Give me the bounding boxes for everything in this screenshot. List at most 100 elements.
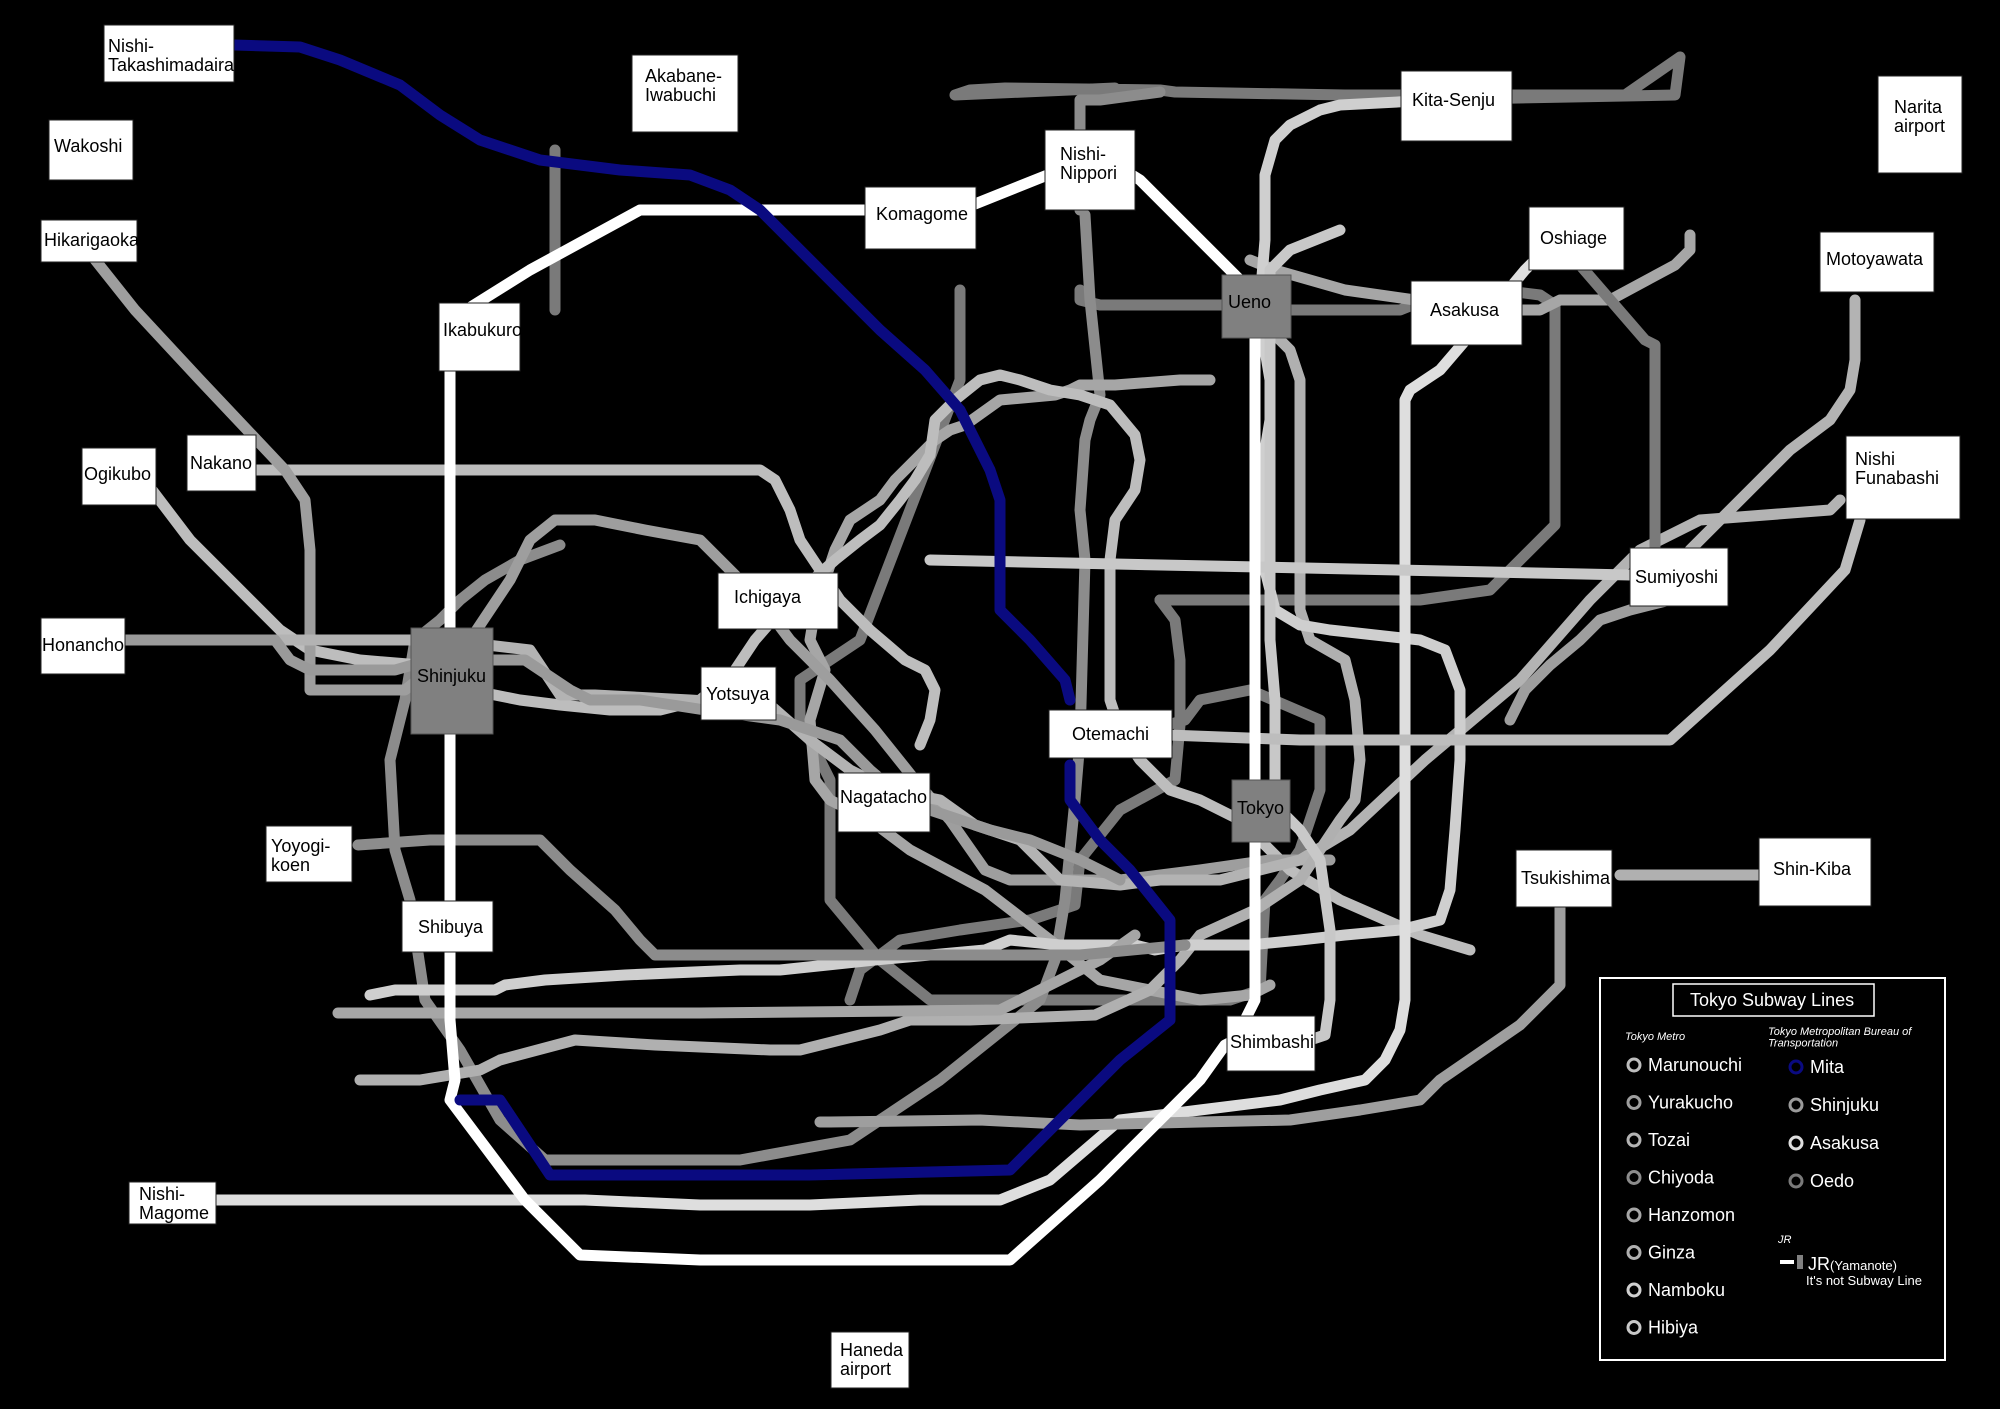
station-oshiage[interactable]: Oshiage: [1528, 206, 1625, 271]
station-label: Oshiage: [1540, 228, 1607, 248]
station-yotsuya[interactable]: Yotsuya: [700, 666, 777, 721]
legend-metro-marker-namboku: [1626, 1282, 1642, 1298]
station-motoyawata[interactable]: Motoyawata: [1819, 231, 1935, 293]
line-marunouchi: [146, 369, 1476, 956]
legend-toei-label-asakusa: Asakusa: [1810, 1133, 1880, 1153]
station-tsukishima[interactable]: Tsukishima: [1515, 849, 1613, 908]
legend-metro-caption: Tokyo Metro: [1625, 1031, 1685, 1043]
station-akabane-iwabuchi[interactable]: Akabane-Iwabuchi: [631, 54, 739, 133]
station-shinjuku[interactable]: Shinjuku: [410, 627, 494, 735]
station-label: Hikarigaoka: [44, 230, 140, 250]
station-nakano[interactable]: Nakano: [186, 434, 257, 492]
legend-metro-marker-hanzomon: [1626, 1207, 1642, 1223]
legend-jr-sub: (Yamanote): [1830, 1258, 1897, 1273]
legend-metro-marker-hibiya: [1626, 1320, 1642, 1335]
station-label: Akabane-Iwabuchi: [645, 66, 722, 105]
station-nishi-nippori[interactable]: Nishi-Nippori: [1044, 129, 1136, 211]
legend: Tokyo Subway Lines Tokyo Metro Tokyo Met…: [1599, 977, 1946, 1361]
line-shinjuku: [114, 634, 1126, 886]
station-nishi-magome[interactable]: Nishi-Magome: [128, 1181, 217, 1225]
line-asakusa: [209, 239, 1576, 1211]
station-ichigaya[interactable]: Ichigaya: [717, 572, 839, 630]
line-mita: [229, 39, 1176, 1181]
legend-toei-marker-oedo: [1788, 1173, 1804, 1189]
station-kita-senju[interactable]: Kita-Senju: [1400, 70, 1513, 142]
station-label: Asakusa: [1430, 300, 1500, 320]
station-asakusa[interactable]: Asakusa: [1410, 280, 1523, 346]
station-shimbashi[interactable]: Shimbashi: [1226, 1015, 1316, 1072]
station-label: Shin-Kiba: [1773, 859, 1852, 879]
legend-toei-marker-mita: [1788, 1059, 1804, 1075]
legend-metro-marker-tozai: [1626, 1132, 1642, 1148]
station-label: Honancho: [42, 635, 124, 655]
legend-jr-swatch-grey: [1797, 1255, 1803, 1269]
legend-jr-swatch-white: [1780, 1260, 1794, 1264]
station-ogikubo[interactable]: Ogikubo: [81, 447, 157, 506]
line-funabashi: [1162, 514, 1866, 746]
station-honancho[interactable]: Honancho: [40, 617, 126, 675]
legend-jr-caption: JR: [1777, 1234, 1792, 1246]
station-komagome[interactable]: Komagome: [864, 186, 977, 250]
legend-toei-label-oedo: Oedo: [1810, 1171, 1854, 1191]
station-label: Tokyo: [1237, 798, 1284, 818]
station-label: Nishi-Takashimadaira: [108, 36, 235, 75]
legend-metro-label-ginza: Ginza: [1648, 1243, 1696, 1263]
line-sumiyoshi-east: [1684, 294, 1861, 556]
stations: Nishi-Takashimadaira Akabane-Iwabuchi Ki…: [40, 24, 1963, 1389]
station-wakoshi[interactable]: Wakoshi: [48, 119, 134, 181]
legend-toei-marker-shinjuku: [1788, 1097, 1804, 1113]
station-shin-kiba[interactable]: Shin-Kiba: [1758, 837, 1872, 907]
station-ikabukuro[interactable]: Ikabukuro: [438, 302, 522, 372]
station-label: Yotsuya: [706, 684, 770, 704]
station-label: Komagome: [876, 204, 968, 224]
station-sumiyoshi[interactable]: Sumiyoshi: [1629, 547, 1729, 607]
line-sumiyoshi-west: [924, 554, 1636, 581]
line-ginza: [354, 284, 1366, 1086]
legend-jr-label: JR: [1808, 1254, 1830, 1274]
legend-metro-label-yurakucho: Yurakucho: [1648, 1093, 1733, 1113]
legend-metro-label-chiyoda: Chiyoda: [1648, 1168, 1715, 1188]
station-label: Ikabukuro: [443, 320, 522, 340]
station-label: Nagatacho: [840, 787, 927, 807]
line-tsukishima-south: [814, 899, 1566, 1131]
legend-title: Tokyo Subway Lines: [1690, 990, 1854, 1010]
legend-metro-label-marunouchi: Marunouchi: [1648, 1055, 1742, 1075]
legend-jr-note: It's not Subway Line: [1806, 1273, 1922, 1288]
line-yoyogi: [352, 834, 1191, 961]
station-shibuya[interactable]: Shibuya: [401, 900, 494, 953]
station-label: Wakoshi: [54, 136, 122, 156]
station-hikarigaoka[interactable]: Hikarigaoka: [40, 219, 140, 263]
legend-metro-label-hanzomon: Hanzomon: [1648, 1205, 1735, 1225]
station-label: Ogikubo: [84, 464, 151, 484]
station-label: Shinjuku: [417, 666, 486, 686]
legend-metro-marker-yurakucho: [1626, 1095, 1642, 1110]
station-label: Tsukishima: [1521, 868, 1611, 888]
station-label: Nakano: [190, 453, 252, 473]
station-otemachi[interactable]: Otemachi: [1048, 709, 1173, 759]
station-ueno[interactable]: Ueno: [1221, 274, 1292, 339]
station-yoyogi-koen[interactable]: Yoyogi-koen: [265, 825, 353, 883]
legend-box: [1599, 977, 1946, 1361]
station-label: Shibuya: [418, 917, 484, 937]
station-label: Shimbashi: [1230, 1032, 1314, 1052]
station-label: Otemachi: [1072, 724, 1149, 744]
legend-metro-marker-marunouchi: [1626, 1057, 1642, 1073]
legend-toei-label-mita: Mita: [1810, 1057, 1845, 1077]
station-tokyo[interactable]: Tokyo: [1231, 779, 1291, 843]
station-nishi-takashimadaira[interactable]: Nishi-Takashimadaira: [103, 24, 235, 83]
station-nagatacho[interactable]: Nagatacho: [837, 772, 931, 833]
line-yurakucho: [67, 226, 1336, 886]
legend-metro-label-hibiya: Hibiya: [1648, 1318, 1699, 1338]
legend-metro-marker-chiyoda: [1626, 1170, 1642, 1185]
station-label: Yoyogi-koen: [271, 836, 330, 875]
station-label: Nishi-Magome: [139, 1184, 209, 1223]
